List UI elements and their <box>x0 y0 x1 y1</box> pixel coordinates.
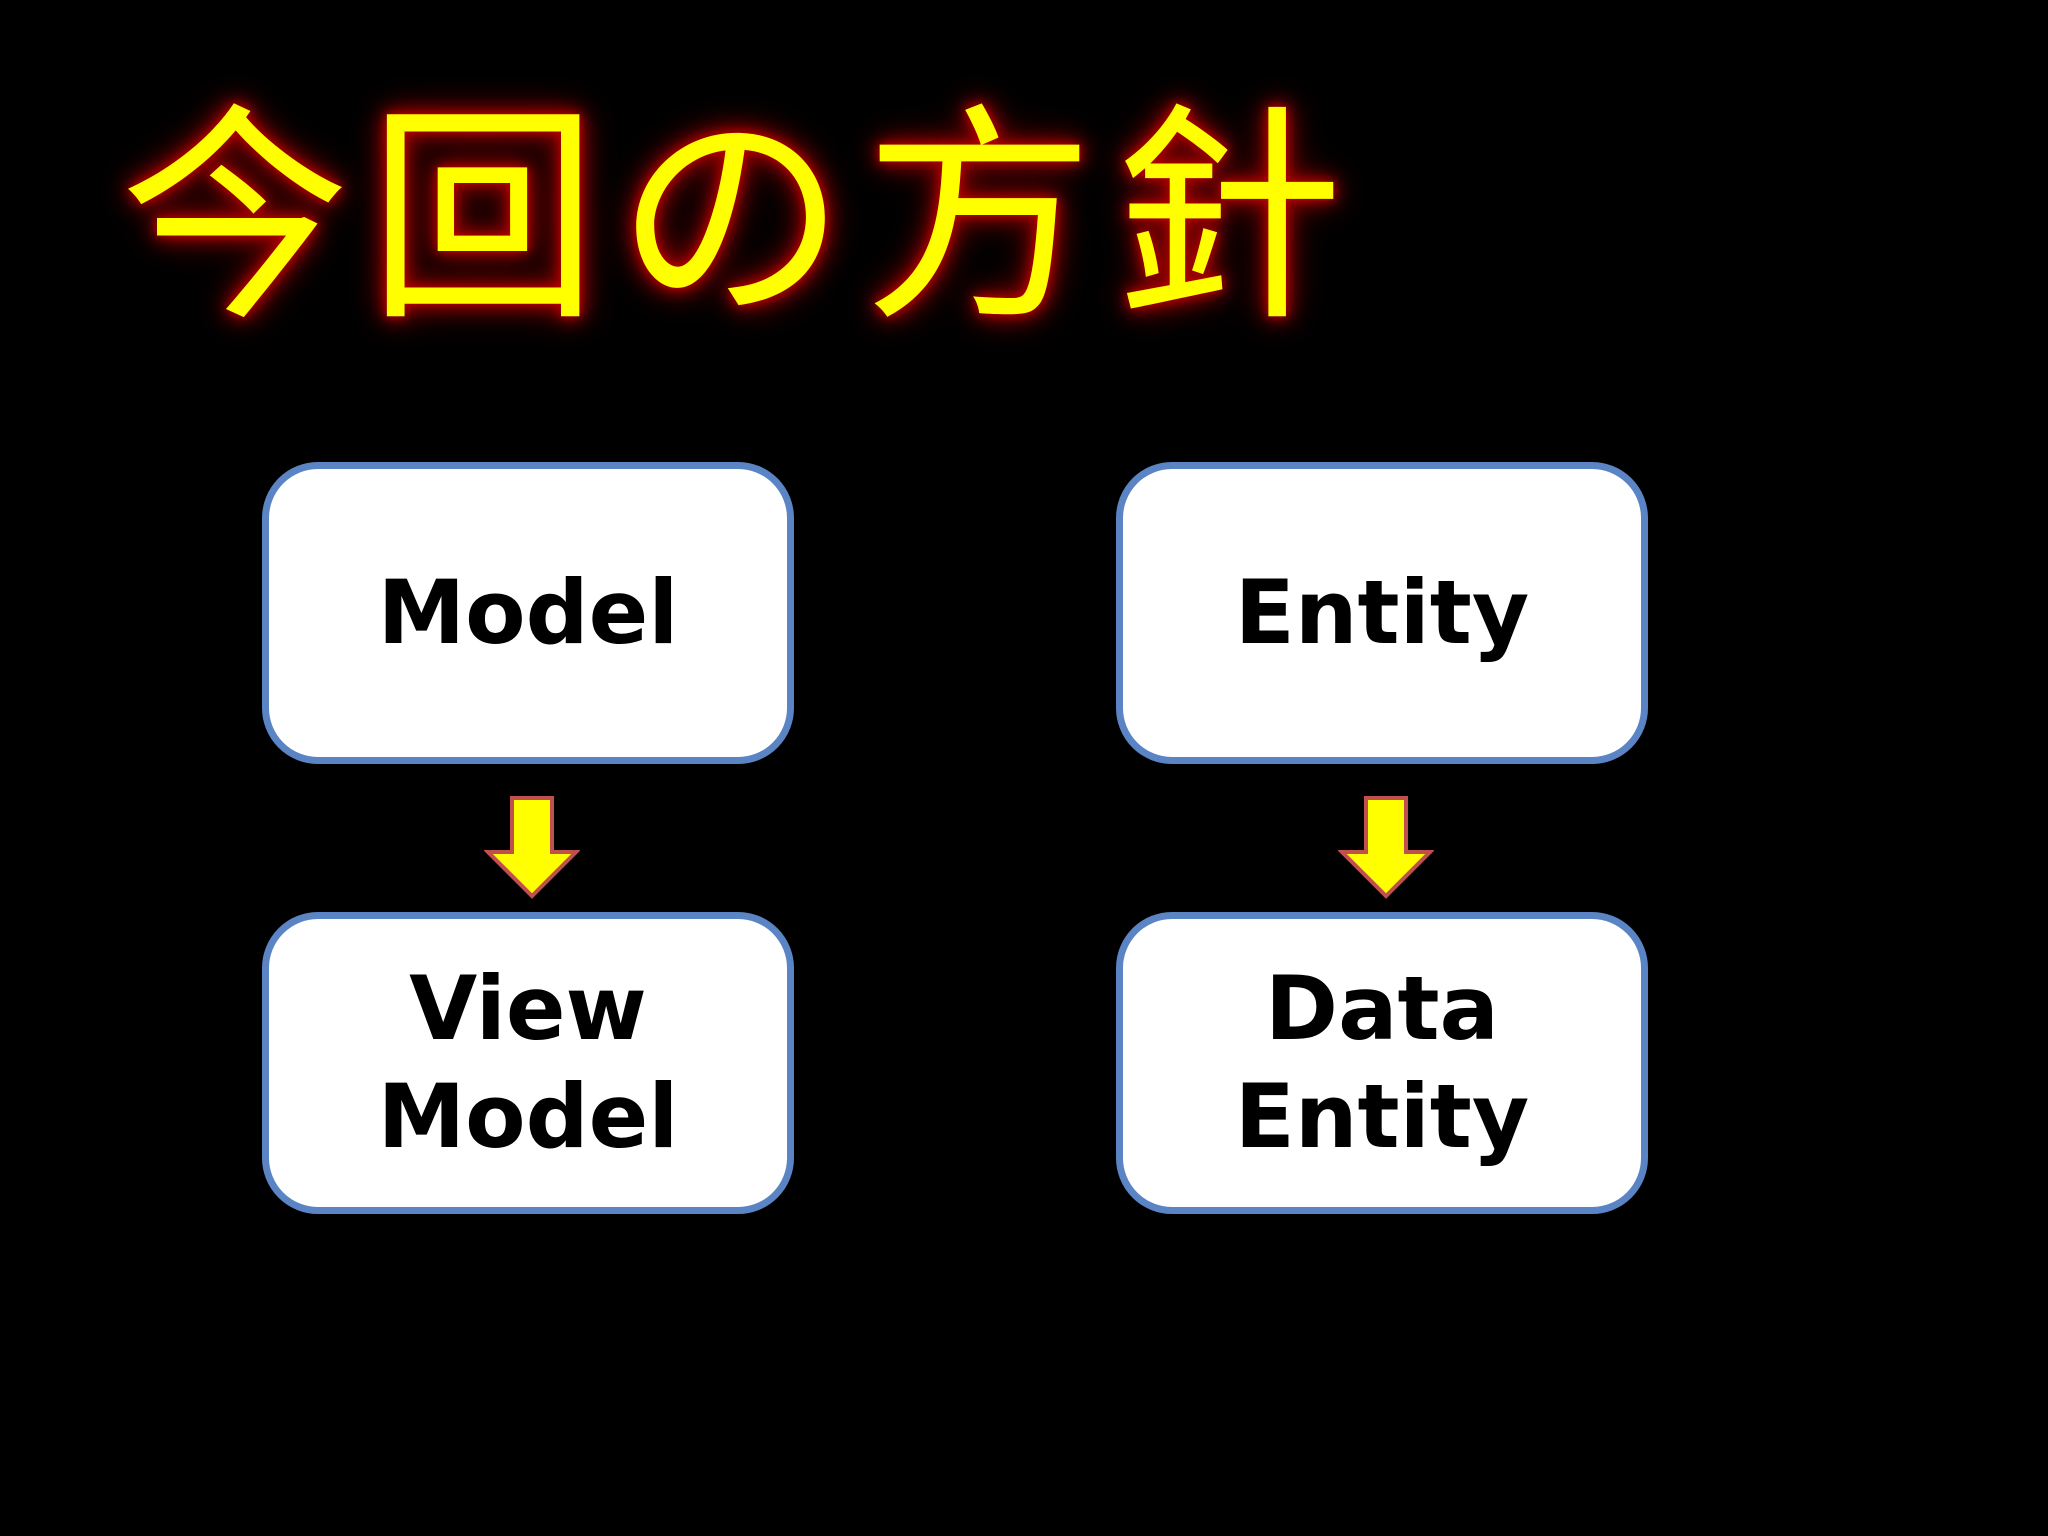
down-arrow-icon <box>484 796 580 899</box>
model-box: Model <box>262 462 794 764</box>
view-model-box-line-2: Model <box>377 1065 679 1168</box>
entity-box-line-1: Entity <box>1234 561 1530 664</box>
slide-title: 今回の方針 <box>120 86 1361 353</box>
data-entity-box-line-2: Entity <box>1234 1065 1530 1168</box>
model-box-label: Model <box>378 559 679 667</box>
model-box-line-1: Model <box>377 561 679 664</box>
view-model-box-line-1: View <box>409 957 647 1060</box>
view-model-box: View Model <box>262 912 794 1214</box>
data-entity-box: Data Entity <box>1116 912 1648 1214</box>
data-entity-box-line-1: Data <box>1265 957 1499 1060</box>
entity-box: Entity <box>1116 462 1648 764</box>
down-arrow-icon <box>1338 796 1434 899</box>
data-entity-box-label: Data Entity <box>1235 955 1529 1171</box>
view-model-box-label: View Model <box>378 955 679 1171</box>
entity-box-label: Entity <box>1235 559 1529 667</box>
